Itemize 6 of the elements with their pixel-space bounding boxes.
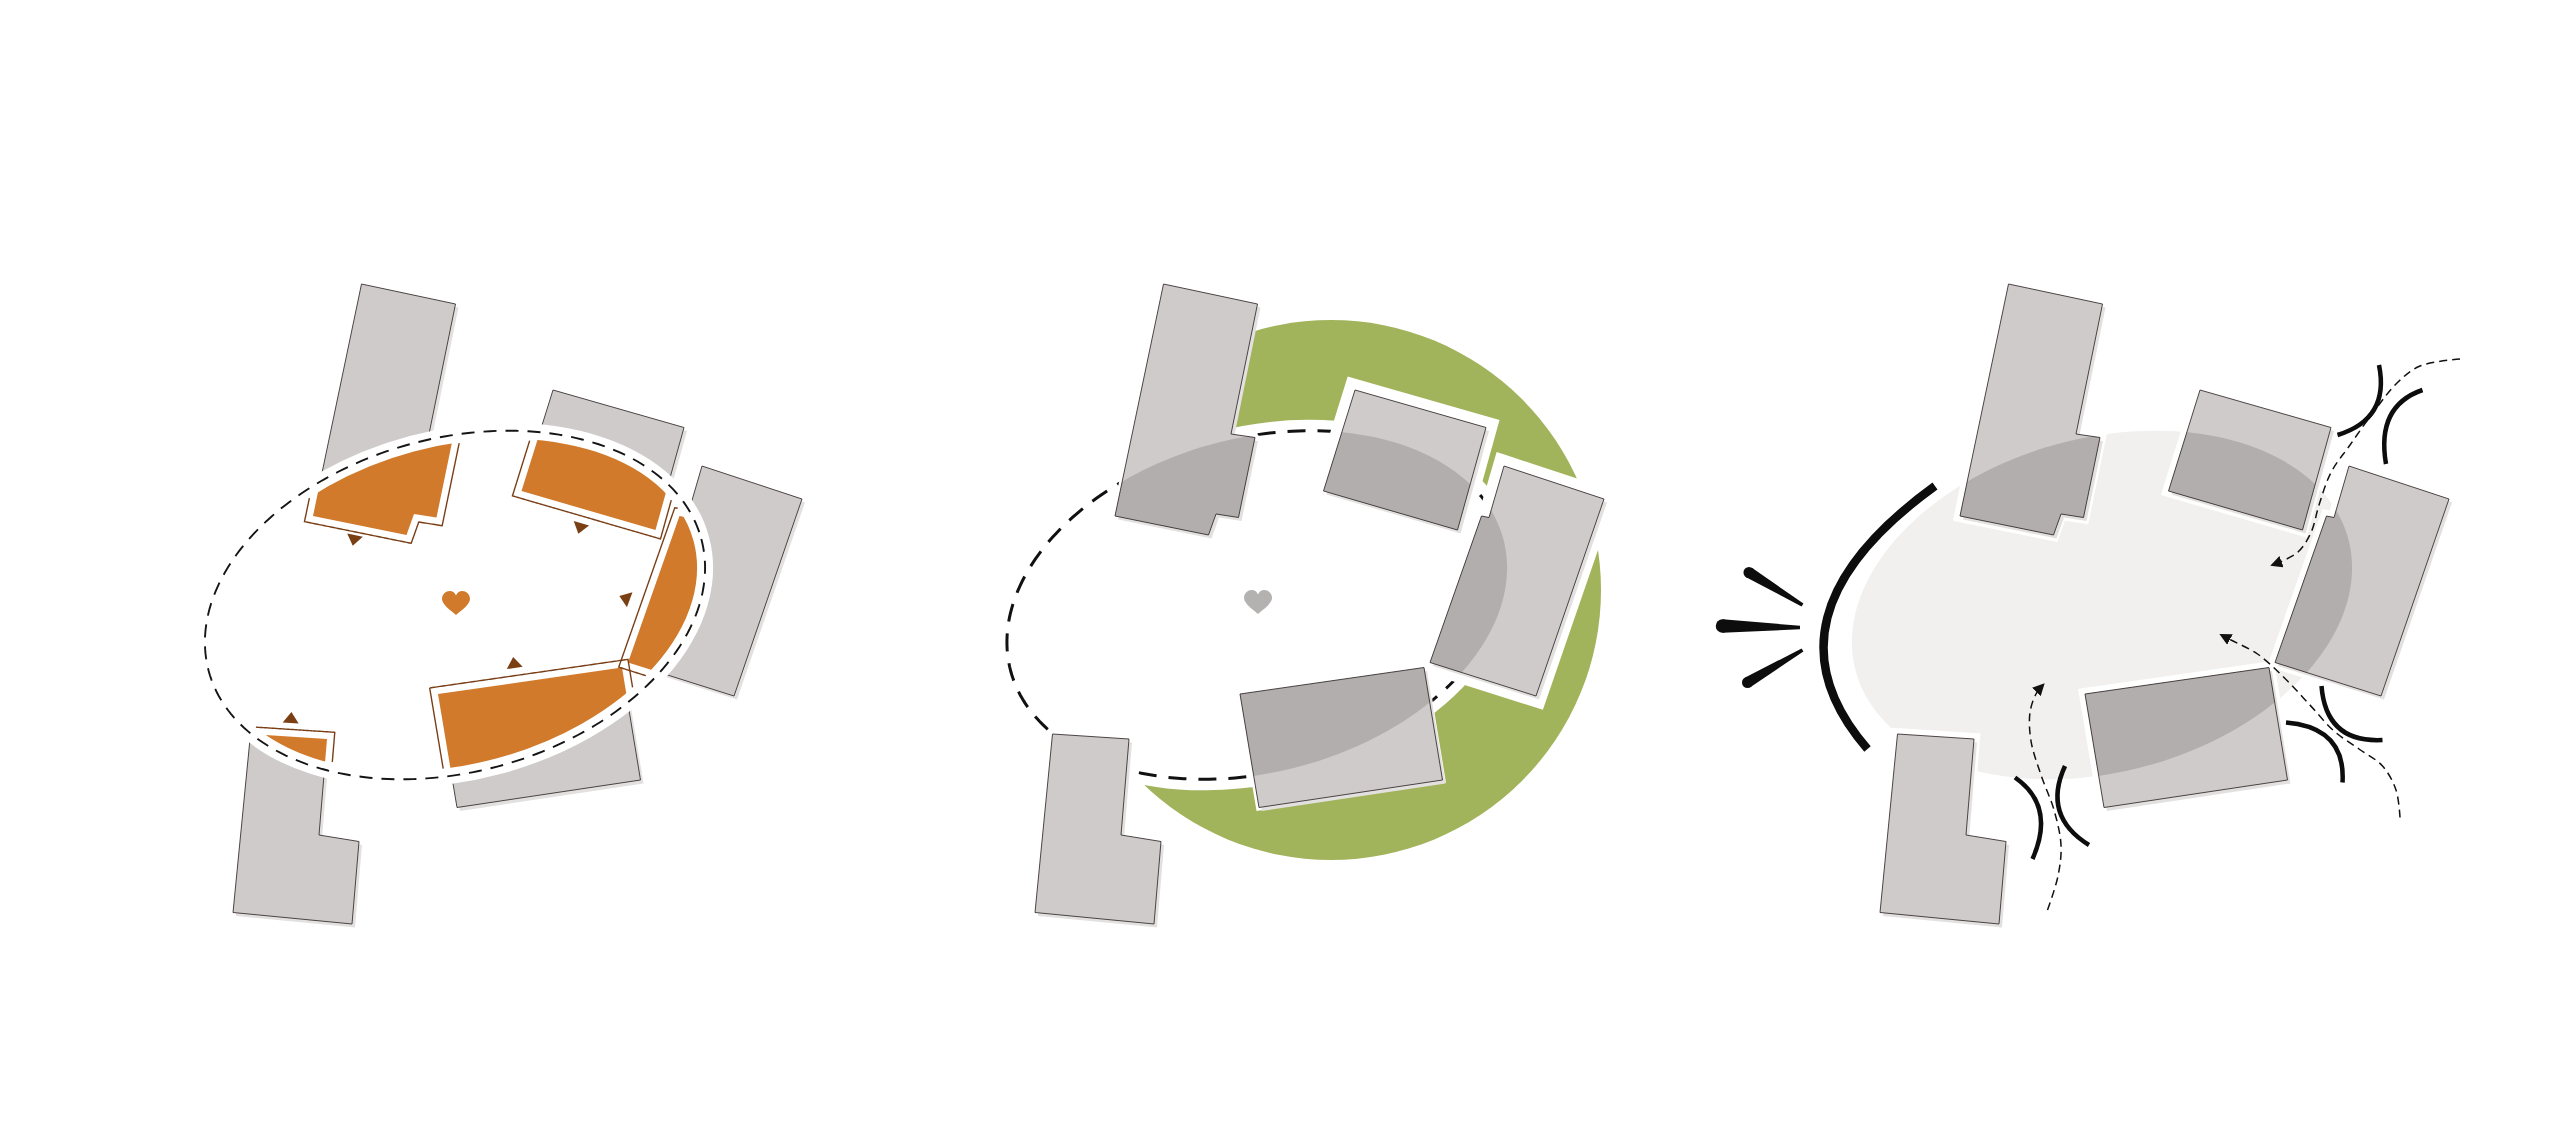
dashed-arrow — [2028, 683, 2062, 911]
dashed-arrow — [2219, 633, 2401, 819]
dashed-arrow — [2270, 358, 2461, 568]
dashed-oval-outline — [204, 429, 706, 781]
dashed-oval-outline — [1005, 429, 1509, 781]
oval-area — [1851, 430, 2353, 780]
